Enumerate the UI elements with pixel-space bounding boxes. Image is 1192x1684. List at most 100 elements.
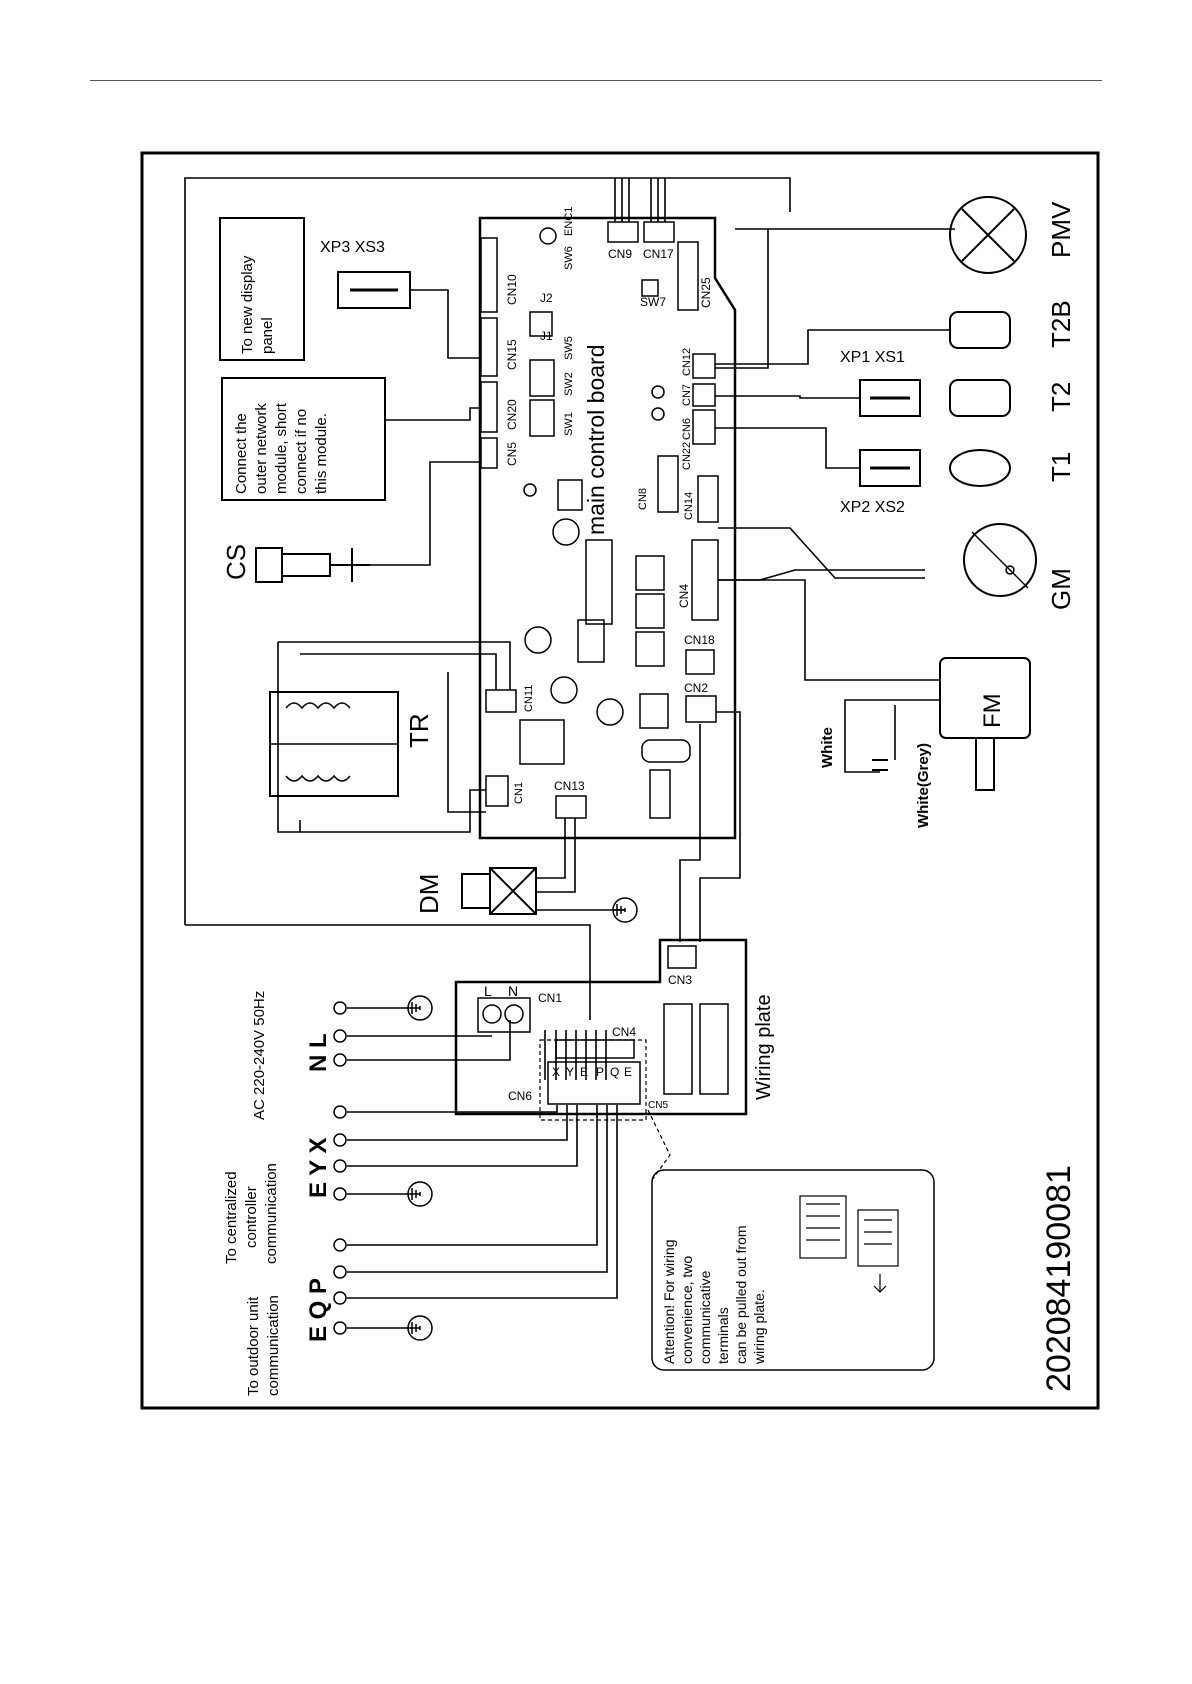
t1-label: T1 (1046, 452, 1076, 482)
diagram-frame (140, 151, 1100, 1410)
relay-1 (635, 555, 665, 591)
cn2-label: CN2 (684, 681, 708, 695)
white-grey-wire-label: White(Grey) (915, 743, 932, 828)
relay-2 (635, 593, 665, 629)
sw2-label: SW2 (563, 372, 575, 396)
relay-plate-1 (663, 1003, 693, 1095)
outdoor-line-2: communication (265, 1295, 282, 1396)
test-point-3 (651, 407, 665, 421)
part-number: 202084190081 (1040, 1165, 1078, 1392)
white-wire-label: White (819, 727, 836, 768)
centralized-line-3: communication (263, 1163, 280, 1264)
capacitor-1 (552, 518, 580, 546)
network-note-line-4: connect if no (293, 409, 310, 494)
sw5-label: SW5 (563, 336, 575, 360)
enc1-label: ENC1 (563, 207, 575, 236)
transformer-block (519, 719, 565, 765)
network-note-line-2: outer network (253, 403, 270, 494)
power-terminal-block (477, 997, 531, 1033)
wires (184, 177, 955, 1329)
page-top-rule (90, 80, 1102, 81)
display-panel-note: To new display panel (219, 217, 305, 361)
varistor (649, 769, 671, 819)
t2b-label: T2B (1046, 300, 1076, 348)
power-spec: AC 220-240V 50Hz (251, 991, 268, 1120)
fm-capacitor (872, 759, 888, 771)
cn14-header (697, 475, 719, 523)
plate-cn1-label: CN1 (538, 991, 562, 1005)
xp1-xs1-label: XP1 XS1 (840, 349, 905, 366)
centralized-line-2: controller (243, 1186, 260, 1248)
terminal-e1: E (580, 1065, 588, 1079)
tr-label: TR (404, 713, 434, 748)
cn20-header (480, 381, 498, 433)
cn11-header (485, 689, 517, 713)
xp3-xs3-connector: XP3 XS3 (320, 239, 411, 309)
cn18-label: CN18 (684, 633, 715, 647)
cn25-header (677, 241, 699, 311)
centralized-terminals: E Y X (305, 1138, 332, 1199)
terminal-y: Y (566, 1065, 574, 1079)
outdoor-line-1: To outdoor unit (245, 1296, 262, 1396)
cn13-label: CN13 (554, 779, 585, 793)
ic-small (557, 479, 583, 511)
xp1-xs1-connector: XP1 XS1 (840, 349, 921, 417)
terminal-l-screw (482, 1004, 502, 1024)
dm-label: DM (414, 874, 444, 914)
cn13-header (555, 795, 587, 819)
cs-label: CS (221, 544, 251, 580)
terminal-n-screw (504, 1004, 524, 1024)
wiring-plate: L N CN1 CN3 CN4 CN6 CN5 X Y E P Q E Wiri… (454, 938, 775, 1121)
t1-sensor: T1 (949, 449, 1076, 487)
cn9-header (607, 221, 639, 243)
power-terminals: N L (305, 1033, 332, 1072)
cn11-label: CN11 (523, 685, 535, 712)
cn2-header (685, 695, 717, 723)
sw5-switch (529, 311, 553, 337)
wiring-plate-title: Wiring plate (753, 994, 775, 1100)
relay-3 (635, 631, 665, 667)
terminal-q: Q (610, 1065, 619, 1079)
cn4-header (691, 539, 719, 621)
attention-line-2: convenience, two (679, 1256, 695, 1364)
terminal-plug-illustration (799, 1195, 899, 1293)
ground-symbol-centralized (407, 1181, 433, 1207)
attention-line-1: Attention! For wiring (661, 1240, 677, 1365)
cn1-header (485, 775, 509, 807)
attention-line-5: can be pulled out from (733, 1225, 749, 1364)
xp2-xs2-label: XP2 XS2 (840, 499, 905, 516)
terminal-p: P (596, 1065, 604, 1079)
fm-motor: FM (939, 657, 1031, 791)
xp2-xs2-connector: XP2 XS2 (840, 449, 921, 516)
main-board-title: main control board (583, 345, 609, 536)
test-point-2 (651, 385, 665, 399)
sw7-switch (641, 279, 659, 297)
sw6-label: SW6 (563, 246, 575, 270)
cn12-label: CN12 (681, 348, 693, 376)
t2-label: T2 (1046, 382, 1076, 412)
fuse (641, 739, 691, 763)
main-control-board: main control board (478, 207, 737, 840)
sw1-switch (529, 399, 555, 437)
ground-symbol-power (407, 995, 433, 1021)
terminal-circles (333, 1001, 347, 1335)
display-panel-note-line-2: panel (259, 317, 276, 354)
cn20-label: CN20 (505, 399, 519, 430)
cs-sensor: CS (221, 544, 370, 583)
cn5-header (480, 437, 498, 469)
cn22-header (657, 455, 679, 513)
signal-terminal-block (547, 1061, 641, 1105)
terminal-n-label: N (508, 983, 518, 999)
pmv-valve: PMV (949, 196, 1076, 274)
cn14-label: CN14 (683, 492, 695, 520)
test-point-1 (523, 483, 537, 497)
attention-note: Attention! For wiring convenience, two c… (647, 1109, 935, 1371)
attention-line-4: terminals (715, 1307, 731, 1364)
capacitor-2 (524, 626, 552, 654)
cn1-board-label: CN1 (513, 782, 525, 804)
plate-cn5-label: CN5 (648, 1100, 668, 1111)
capacitor-4 (596, 698, 624, 726)
outdoor-terminals: E Q P (305, 1278, 332, 1342)
heatsink (577, 619, 605, 663)
display-panel-note-line-1: To new display (239, 255, 256, 354)
